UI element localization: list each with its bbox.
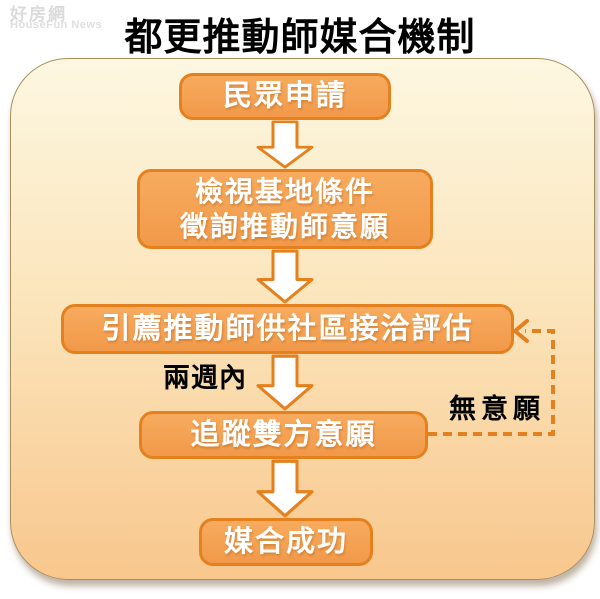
step-box-track-willingness: 追蹤雙方意願 <box>139 411 428 459</box>
dashed-return-connector <box>428 319 555 436</box>
page-title: 都更推動師媒合機制 <box>124 17 476 59</box>
step-label: 追蹤雙方意願 <box>190 418 377 451</box>
step-box-public-application: 民眾申請 <box>179 73 391 120</box>
step-label: 媒合成功 <box>223 525 348 558</box>
flowchart-panel: 民眾申請 檢視基地條件 徵詢推動師意願 引薦推動師供社區接洽評估 追蹤雙方意願 <box>10 58 595 580</box>
step-label: 民眾申請 <box>222 80 347 113</box>
watermark-subtitle: HouseFun News <box>10 19 103 31</box>
down-arrow-icon <box>256 354 314 411</box>
down-arrow-icon <box>256 249 314 304</box>
edge-label-no-willingness: 無意願 <box>449 394 545 425</box>
down-arrow-icon <box>256 120 314 169</box>
step-label-line1: 檢視基地條件 <box>194 176 375 207</box>
step-box-match-success: 媒合成功 <box>199 518 373 566</box>
edge-label-two-weeks: 兩週內 <box>163 363 247 394</box>
down-arrow-icon <box>256 459 314 518</box>
step-label-line2: 徵詢推動師意願 <box>179 211 390 242</box>
step-label: 引薦推動師供社區接洽評估 <box>101 312 474 345</box>
watermark: 好房網 HouseFun News <box>10 6 102 31</box>
step-box-review-conditions: 檢視基地條件 徵詢推動師意願 <box>137 169 433 249</box>
step-box-refer-promoter: 引薦推動師供社區接洽評估 <box>61 304 514 354</box>
watermark-brand: 好房網 <box>10 5 67 24</box>
left-arrowhead-icon <box>513 319 529 343</box>
